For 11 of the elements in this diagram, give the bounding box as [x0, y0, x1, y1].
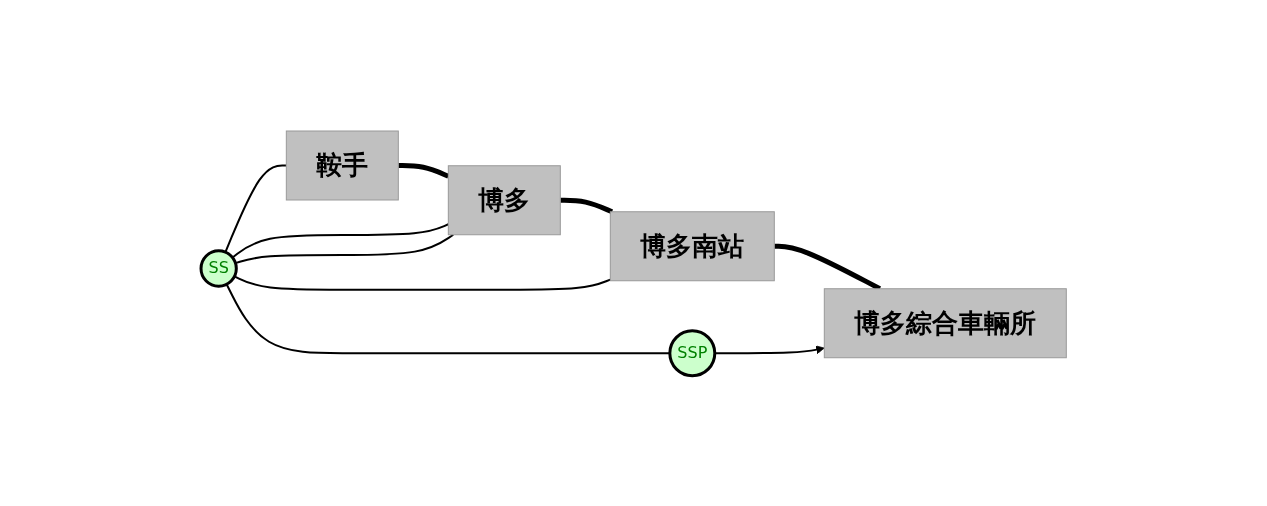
node-box: 博多	[447, 164, 561, 235]
node-circle: SS	[199, 248, 238, 288]
connector	[560, 197, 613, 214]
connector	[224, 164, 288, 253]
node-box: 博多綜合車輛所	[823, 287, 1067, 358]
node-box: 鞍手	[285, 130, 399, 201]
connector	[233, 275, 612, 291]
connector	[398, 162, 450, 179]
node-box: 博多南站	[609, 210, 775, 281]
connector	[231, 222, 450, 259]
node-circle: SSP	[668, 328, 717, 377]
